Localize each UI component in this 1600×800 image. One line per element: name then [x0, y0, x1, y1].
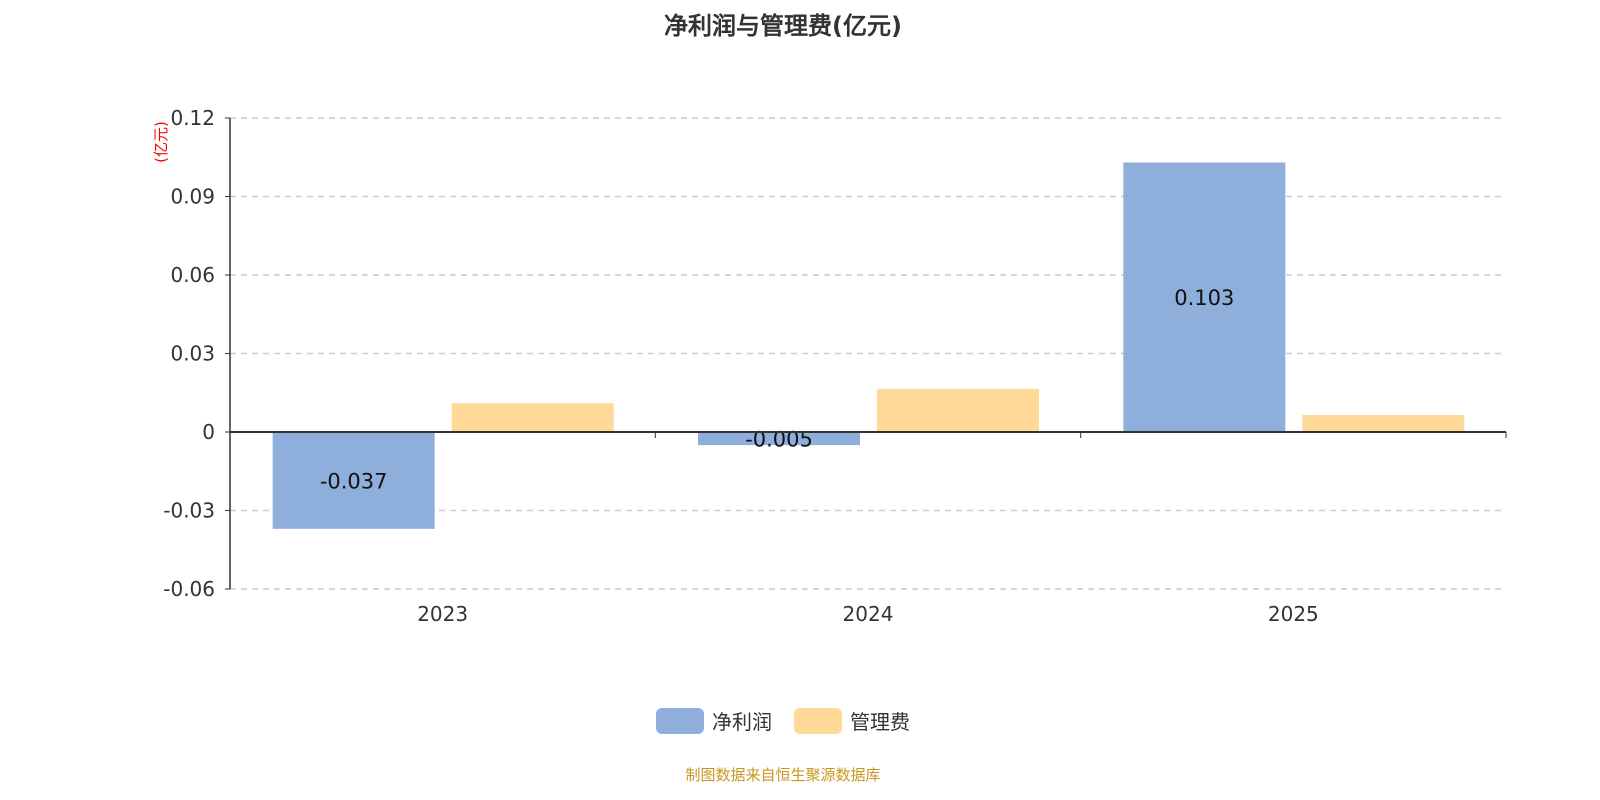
data-label: -0.037 [320, 469, 388, 493]
bar-净利润 [698, 432, 860, 446]
legend-swatch [794, 707, 842, 734]
bar-管理费 [877, 388, 1039, 432]
legend: 净利润 管理费 [0, 706, 1566, 735]
chart-title: 净利润与管理费(亿元) [664, 12, 902, 40]
x-tick-label: 2025 [1268, 602, 1319, 626]
y-tick-label: 0 [202, 420, 215, 444]
y-tick-label: 0.03 [170, 342, 215, 366]
y-axis-label: (亿元) [152, 121, 170, 163]
bar-净利润 [272, 432, 435, 529]
data-label: 0.103 [1174, 286, 1234, 310]
x-tick-label: 2023 [417, 602, 468, 626]
bar-管理费 [451, 403, 614, 432]
y-tick-label: 0.12 [170, 106, 215, 130]
y-tick-label: 0.09 [170, 185, 215, 209]
legend-item[interactable]: 净利润 [656, 706, 772, 735]
y-tick-label: 0.06 [170, 263, 215, 287]
legend-label: 净利润 [712, 710, 772, 734]
legend-item[interactable]: 管理费 [794, 706, 910, 735]
bar-净利润 [1123, 162, 1286, 432]
y-tick-label: -0.03 [163, 499, 215, 523]
bar-管理费 [1302, 414, 1465, 432]
x-tick-label: 2024 [843, 602, 894, 626]
source-note: 制图数据来自恒生聚源数据库 [685, 766, 881, 784]
legend-label: 管理费 [850, 710, 910, 734]
legend-swatch [656, 707, 704, 734]
y-tick-label: -0.06 [163, 577, 215, 601]
